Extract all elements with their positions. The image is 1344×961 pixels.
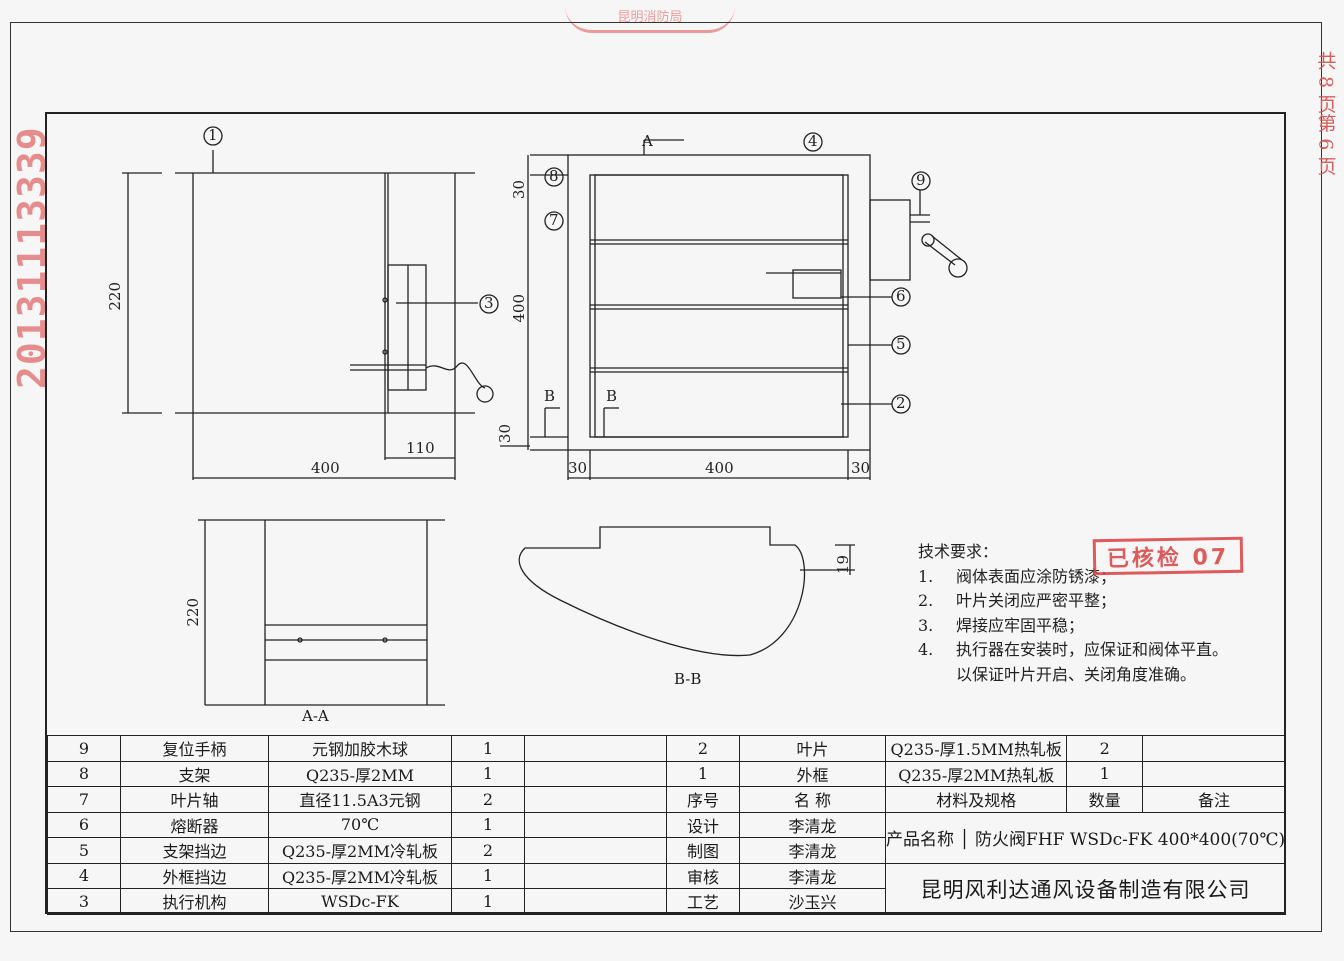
balloon-5: 5 (896, 335, 906, 353)
front-view (122, 126, 499, 480)
requirement-item: 4.执行器在安装时，应保证和阀体平直。 (918, 640, 1229, 659)
section-bb-label: B-B (674, 670, 702, 688)
side-top-frame-dim: 30 (510, 180, 528, 200)
balloon-2: 2 (896, 394, 906, 412)
balloon-6: 6 (896, 287, 906, 305)
requirement-item: 2.叶片关闭应严密平整； (918, 591, 1117, 610)
company-name: 昆明风利达通风设备制造有限公司 (884, 862, 1287, 915)
actuator-width-dim: 110 (406, 439, 435, 457)
requirement-item: 1.阀体表面应涂防锈漆； (918, 566, 1117, 586)
section-b-right-marker: B (606, 387, 618, 405)
section-bb (518, 526, 855, 657)
balloon-9: 9 (916, 171, 926, 189)
requirement-item: 3.焊接应牢固平稳； (918, 615, 1085, 635)
side-left-frame-dim: 30 (568, 459, 588, 477)
balloon-3: 3 (484, 294, 494, 312)
side-width-dim: 400 (705, 459, 734, 477)
side-height-dim: 400 (510, 294, 528, 323)
balloon-7: 7 (549, 211, 559, 229)
section-a-marker: A (642, 132, 653, 150)
side-view (500, 132, 968, 480)
section-aa-label: A-A (302, 707, 329, 725)
balloon-1: 1 (208, 126, 218, 144)
side-bottom-frame-dim: 30 (496, 424, 514, 444)
balloon-8: 8 (549, 167, 559, 185)
section-aa-height-dim: 220 (184, 598, 202, 627)
section-b-left-marker: B (544, 387, 556, 405)
balloon-4: 4 (808, 132, 818, 150)
top-stamp: 昆明消防局 (565, 6, 735, 33)
section-bb-dim: 19 (834, 555, 852, 575)
sheet-border (10, 22, 1322, 932)
requirements-title: 技术要求： (918, 542, 999, 561)
inspection-stamp: 已核检 07 (1092, 536, 1244, 576)
product-name-cell: 产品名称 │ 防火阀FHF WSDc-FK 400*400(70℃) (884, 811, 1287, 864)
requirement-continuation: 以保证叶片开启、关闭角度准确。 (956, 664, 1197, 684)
technical-requirements: 技术要求： 1.阀体表面应涂防锈漆； 2.叶片关闭应严密平整； 3.焊接应牢固平… (912, 540, 1282, 687)
front-height-dim: 220 (106, 282, 124, 311)
page-count: 共 8 页第 6 页 (1314, 50, 1337, 176)
section-aa (198, 519, 445, 706)
side-right-frame-dim: 30 (851, 459, 871, 477)
front-width-dim: 400 (311, 459, 340, 477)
